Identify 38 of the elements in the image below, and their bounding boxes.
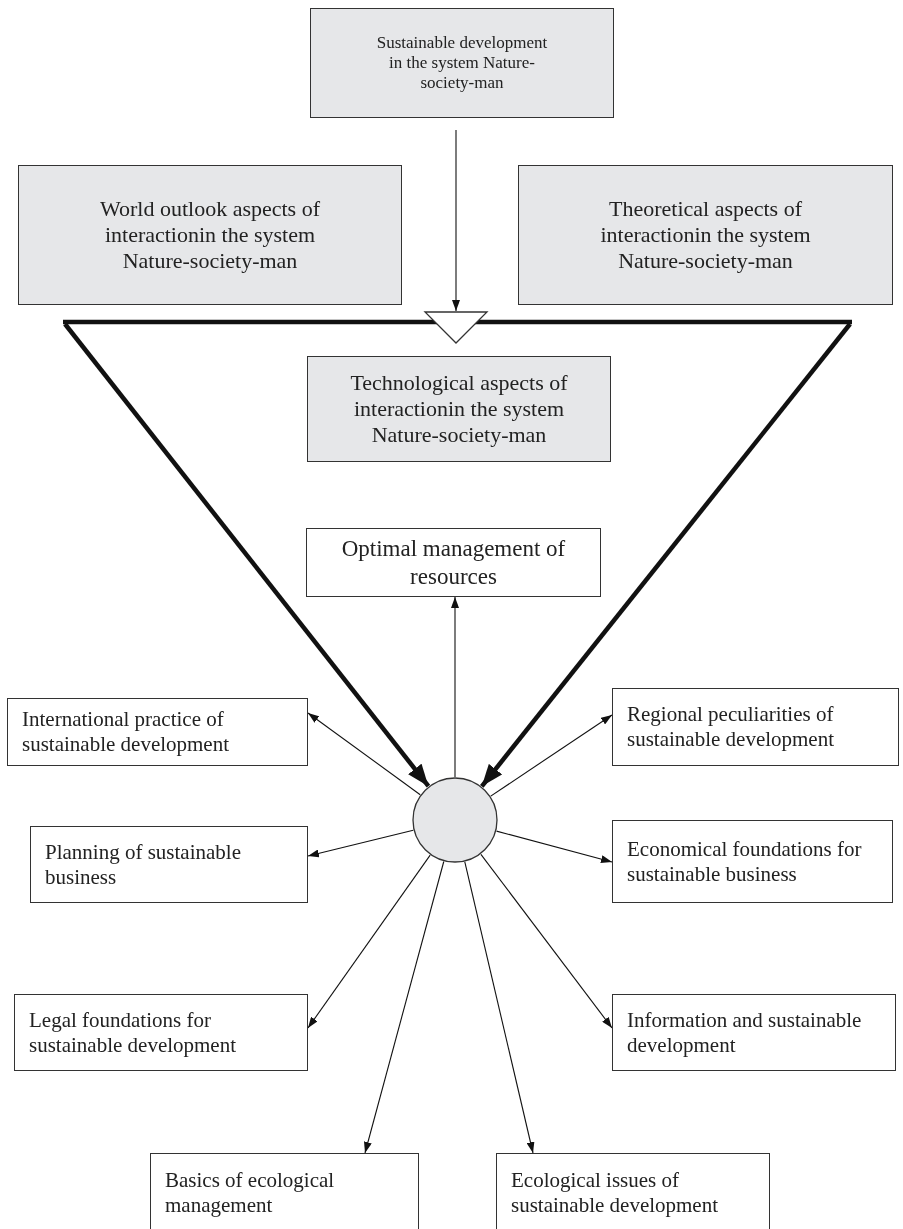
arrow	[480, 853, 613, 1029]
box-text: Regional peculiarities of sustainable development	[627, 702, 836, 752]
concept-box	[30, 826, 308, 903]
box-text: Economical foundations for sustainable business	[627, 836, 863, 887]
concept-box	[612, 994, 896, 1071]
concept-box	[18, 165, 402, 305]
concept-box	[14, 994, 308, 1071]
arrow	[307, 854, 431, 1029]
concept-box	[518, 165, 893, 305]
concept-box	[7, 698, 308, 766]
concept-box	[150, 1153, 419, 1229]
box-text: Theoretical aspects of interactionin the system Nature-society-man	[599, 196, 812, 274]
arrow	[490, 714, 613, 797]
concept-box	[612, 820, 893, 903]
box-text: International practice of sustainable development	[22, 707, 231, 757]
arrow	[364, 860, 445, 1154]
concept-box	[612, 688, 899, 766]
thick-arrow	[480, 322, 852, 788]
arrow	[307, 829, 414, 858]
arrow	[464, 861, 535, 1154]
thick-arrow	[63, 322, 431, 788]
arrow	[452, 129, 460, 312]
concept-box	[306, 528, 601, 597]
concept-box	[496, 1153, 770, 1229]
box-text: Sustainable development in the system Nature-society-man	[375, 32, 549, 94]
box-text: Planning of sustainable business	[45, 839, 242, 890]
box-text: Basics of ecological management	[165, 1168, 336, 1218]
box-text: Optimal management of resources	[340, 535, 567, 590]
arrow	[451, 596, 459, 778]
arrow	[496, 830, 613, 863]
box-text: World outlook aspects of interactionin the system Nature-society-man	[99, 196, 321, 274]
arrow	[307, 712, 421, 796]
concept-box	[310, 8, 614, 118]
box-text: Technological aspects of interactionin the system Nature-society-man	[349, 370, 569, 448]
box-text: Information and sustainable development	[627, 1007, 863, 1058]
concept-box	[307, 356, 611, 462]
box-text: Legal foundations for sustainable development	[29, 1007, 238, 1058]
box-text: Ecological issues of sustainable development	[511, 1168, 720, 1218]
